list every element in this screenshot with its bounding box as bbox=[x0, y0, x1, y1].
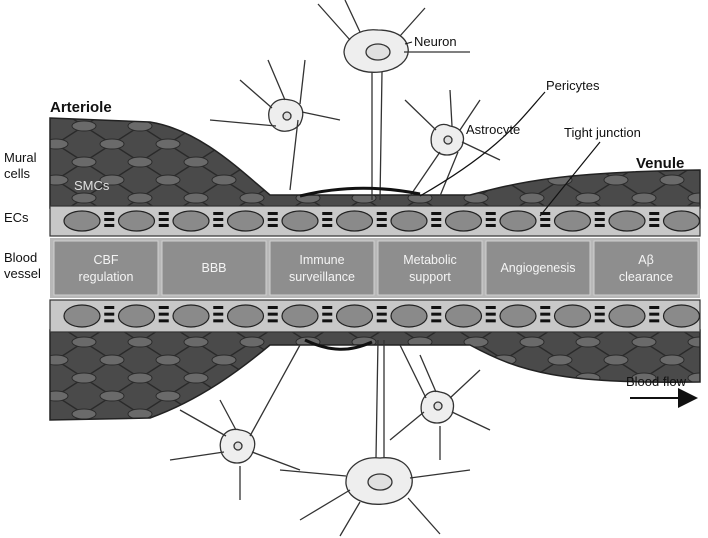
endothelial-cell bbox=[499, 304, 537, 328]
tight-junction bbox=[104, 306, 115, 323]
endothelial-cell bbox=[335, 210, 374, 232]
endothelial-cell bbox=[226, 210, 265, 232]
endothelial-cell bbox=[281, 210, 319, 232]
endothelial-cell-row-top bbox=[49, 205, 701, 237]
astrocyte-bottom-right bbox=[389, 344, 491, 460]
mural-cells-label-line2: cells bbox=[4, 166, 31, 181]
tight-junction bbox=[158, 306, 169, 323]
tight-junction-leader bbox=[539, 141, 601, 217]
tight-junction bbox=[431, 306, 442, 323]
astrocyte-label: Astrocyte bbox=[466, 122, 520, 137]
tight-junction bbox=[649, 306, 660, 323]
endothelial-cell bbox=[553, 210, 592, 232]
endothelial-cell bbox=[117, 304, 156, 328]
tight-junction bbox=[158, 212, 169, 227]
function-label: CBF bbox=[94, 253, 119, 267]
blood-flow-label: Blood flow bbox=[626, 374, 687, 389]
function-label: Angiogenesis bbox=[500, 261, 575, 275]
function-boxes: CBF regulation BBB Immune surveillance Metabo… bbox=[53, 240, 699, 296]
endothelial-cell bbox=[390, 210, 428, 232]
neuron-top bbox=[317, 0, 470, 201]
endothelial-cell bbox=[335, 304, 374, 328]
endothelial-cell bbox=[226, 304, 265, 328]
tight-junction bbox=[376, 212, 387, 227]
endothelial-cell bbox=[662, 210, 701, 232]
function-label: surveillance bbox=[289, 270, 355, 284]
endothelial-cell bbox=[553, 304, 592, 328]
tight-junction bbox=[594, 212, 605, 227]
endothelial-cell bbox=[172, 304, 210, 328]
function-label: support bbox=[409, 270, 451, 284]
top-smooth-muscle-layer bbox=[49, 117, 701, 209]
function-box bbox=[485, 240, 591, 296]
endothelial-cell bbox=[499, 210, 537, 232]
function-box bbox=[53, 240, 159, 296]
function-label: clearance bbox=[619, 270, 673, 284]
tight-junction bbox=[322, 306, 333, 323]
pericytes-leader bbox=[419, 91, 546, 197]
neuron-bottom bbox=[279, 339, 471, 537]
function-label: regulation bbox=[79, 270, 134, 284]
tight-junction bbox=[322, 212, 333, 227]
tight-junction bbox=[376, 306, 387, 323]
tight-junction bbox=[213, 212, 224, 227]
function-box bbox=[269, 240, 375, 296]
endothelial-cell bbox=[444, 210, 483, 232]
arteriole-label: Arteriole bbox=[50, 99, 112, 116]
mural-cells-label-line1: Mural bbox=[4, 150, 37, 165]
function-box bbox=[377, 240, 483, 296]
blood-vessel-label-line2: vessel bbox=[4, 266, 41, 281]
endothelial-cell bbox=[444, 304, 483, 328]
bottom-smooth-muscle-layer bbox=[49, 329, 701, 421]
tight-junction bbox=[104, 212, 115, 227]
endothelial-cell bbox=[662, 304, 701, 328]
endothelial-cell bbox=[281, 304, 319, 328]
tight-junction bbox=[213, 306, 224, 323]
function-label: Metabolic bbox=[403, 253, 457, 267]
function-label: Aβ bbox=[638, 253, 654, 267]
function-box bbox=[161, 240, 267, 296]
tight-junction bbox=[485, 212, 496, 227]
tight-junction bbox=[649, 212, 660, 227]
tight-junction-label: Tight junction bbox=[564, 125, 641, 140]
pericyte-bottom bbox=[304, 338, 373, 351]
astrocyte-bottom-left bbox=[169, 344, 301, 500]
endothelial-cell bbox=[172, 210, 210, 232]
tight-junction bbox=[267, 212, 278, 227]
endothelial-cell bbox=[390, 304, 428, 328]
tight-junction bbox=[594, 306, 605, 323]
function-label: Immune bbox=[299, 253, 344, 267]
neuron-label: Neuron bbox=[414, 34, 457, 49]
astrocyte-top-right bbox=[404, 89, 501, 197]
endothelial-cell bbox=[63, 304, 101, 328]
endothelial-cell bbox=[608, 304, 646, 328]
tight-junction bbox=[431, 212, 442, 227]
function-label: BBB bbox=[201, 261, 226, 275]
tight-junction bbox=[485, 306, 496, 323]
neuron-leader bbox=[404, 41, 413, 45]
tight-junction bbox=[540, 306, 551, 323]
tight-junction bbox=[267, 306, 278, 323]
blood-vessel-label-line1: Blood bbox=[4, 250, 37, 265]
endothelial-cell bbox=[117, 210, 156, 232]
smcs-label: SMCs bbox=[74, 178, 110, 193]
endothelial-cell bbox=[63, 210, 101, 232]
tight-junction bbox=[540, 212, 551, 227]
endothelial-cell bbox=[608, 210, 646, 232]
endothelial-cell-row-bottom bbox=[49, 299, 701, 333]
pericyte-top bbox=[299, 186, 421, 198]
function-box bbox=[593, 240, 699, 296]
venule-label: Venule bbox=[636, 155, 684, 172]
pericytes-label: Pericytes bbox=[546, 78, 600, 93]
astrocyte-top-left bbox=[209, 59, 341, 191]
ecs-label: ECs bbox=[4, 210, 29, 225]
